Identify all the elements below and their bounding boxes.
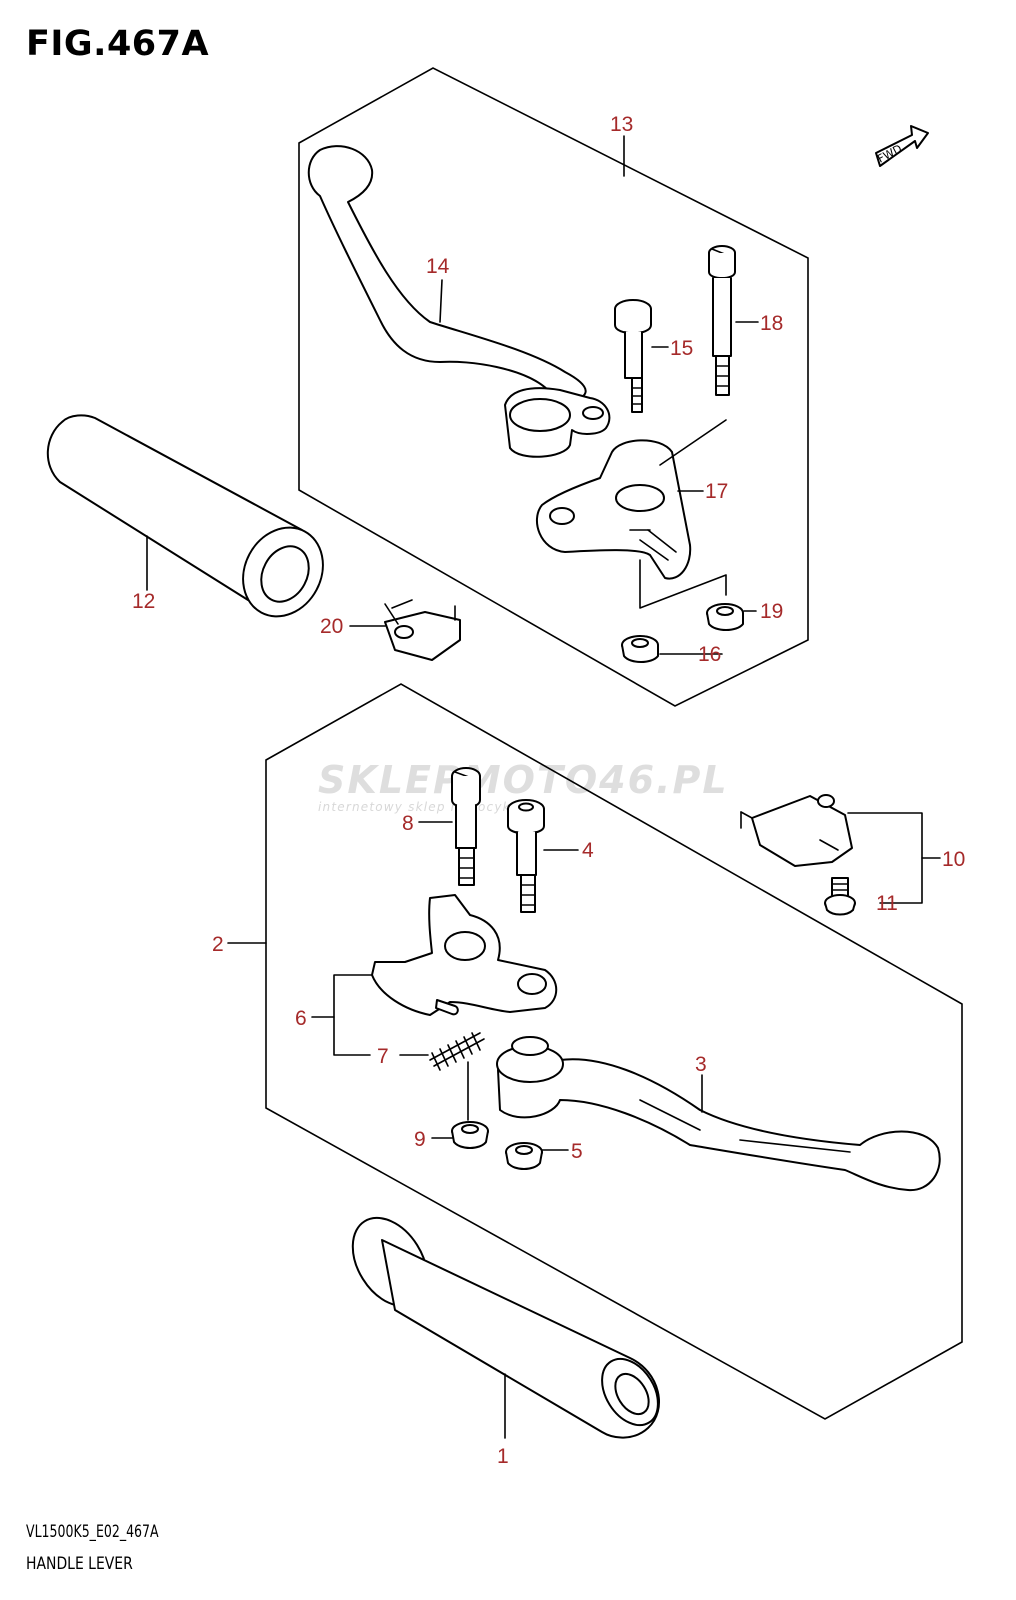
nut-part-19 — [706, 603, 744, 631]
callout-17: 17 — [705, 480, 728, 503]
grip-part-12 — [46, 414, 324, 618]
callout-labels: 1 2 3 4 5 6 7 8 9 10 11 12 13 14 15 16 1… — [132, 113, 965, 1468]
watermark-subtext: internetowy sklep motocyklowy — [318, 800, 543, 814]
callout-3: 3 — [695, 1053, 707, 1076]
callout-9: 9 — [414, 1128, 426, 1151]
fwd-arrow-icon: FWD — [875, 125, 929, 167]
nut-part-16 — [621, 635, 659, 663]
leader-lines — [146, 135, 941, 1439]
diagram-caption: HANDLE LEVER — [26, 1554, 133, 1574]
callout-14: 14 — [426, 255, 450, 278]
bolt-part-4 — [507, 799, 545, 913]
switch-part-20 — [384, 599, 461, 661]
pin-part-8 — [451, 767, 481, 886]
callout-4: 4 — [582, 839, 594, 862]
callout-10: 10 — [942, 848, 965, 871]
switch-part-10 — [740, 794, 853, 867]
spring-part-7 — [429, 1032, 485, 1071]
callout-7: 7 — [377, 1045, 389, 1068]
callout-19: 19 — [760, 600, 783, 623]
callout-1: 1 — [497, 1445, 509, 1468]
nut-part-5 — [505, 1142, 543, 1170]
lever-part-3 — [496, 1036, 941, 1192]
callout-18: 18 — [760, 312, 783, 335]
bracket-part-17 — [536, 439, 692, 580]
watermark: SKLEPMOTO46.PL internetowy sklep motocyk… — [318, 758, 729, 814]
nut-part-9 — [451, 1121, 489, 1149]
pin-part-18 — [708, 245, 736, 396]
callout-20: 20 — [320, 615, 343, 638]
callout-12: 12 — [132, 590, 155, 613]
diagram-code: VL1500K5_E02_467A — [26, 1522, 159, 1542]
figure-title: FIG.467A — [26, 24, 210, 64]
bracket-part-6 — [371, 894, 558, 1016]
callout-5: 5 — [571, 1140, 583, 1163]
watermark-text: SKLEPMOTO46.PL — [318, 758, 729, 802]
assembly-frame-2 — [265, 683, 963, 1420]
callout-2: 2 — [212, 933, 224, 956]
screw-part-11 — [824, 877, 856, 916]
callout-13: 13 — [610, 113, 633, 136]
callout-16: 16 — [698, 643, 721, 666]
callout-15: 15 — [670, 337, 693, 360]
bolt-part-15 — [614, 299, 652, 413]
grip-part-1 — [351, 1216, 660, 1439]
assembly-frame-13 — [298, 67, 809, 707]
callout-6: 6 — [295, 1007, 307, 1030]
callout-11: 11 — [876, 892, 898, 915]
fwd-label: FWD — [875, 142, 904, 166]
lever-part-14 — [307, 145, 611, 458]
callout-8: 8 — [402, 812, 414, 835]
